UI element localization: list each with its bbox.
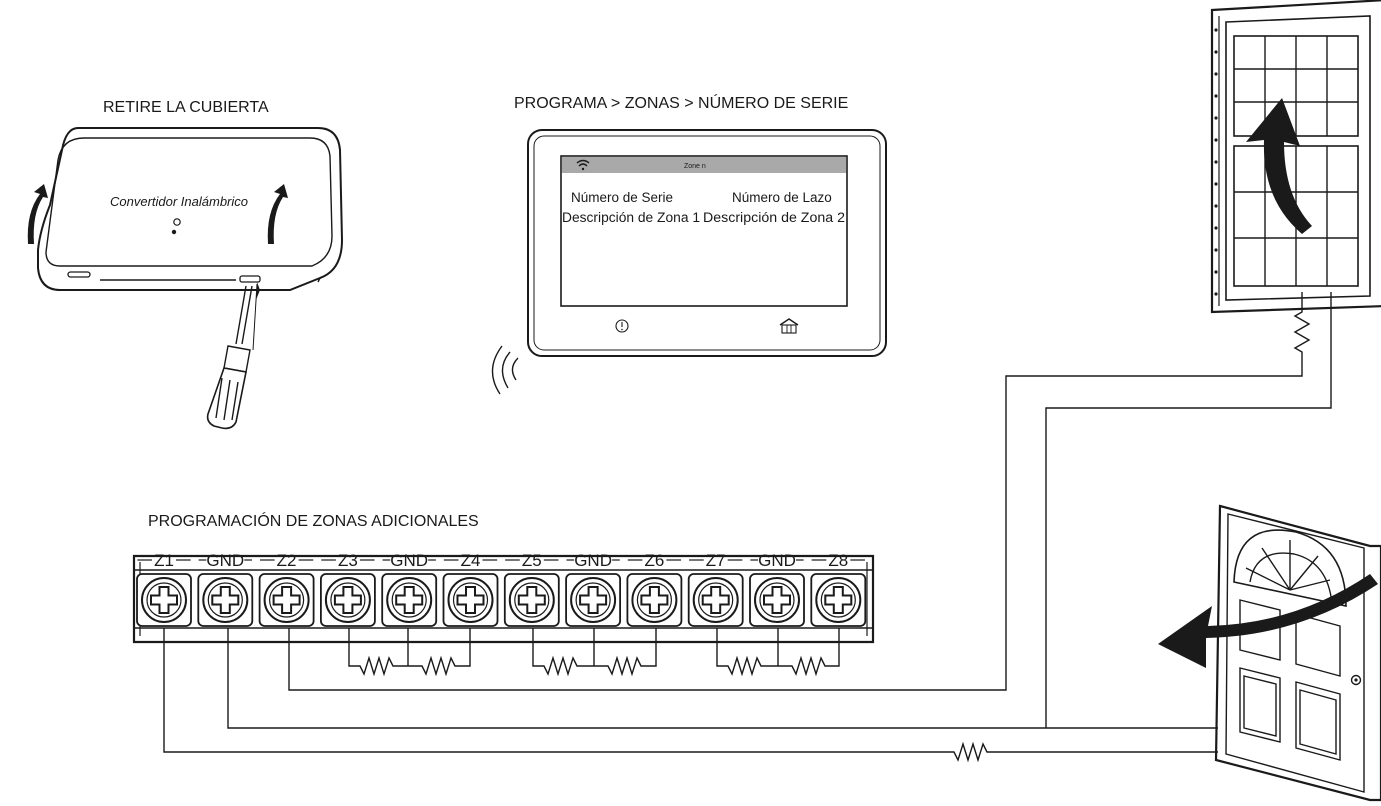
lift-arrow-right-icon: [267, 184, 288, 244]
additional-zones-label: PROGRAMACIÓN DE ZONAS ADICIONALES: [148, 511, 479, 530]
door-open-arrow-icon: [1158, 574, 1378, 668]
terminal-label-8: GND: [574, 551, 612, 570]
terminal-label-11: GND: [758, 551, 796, 570]
terminal-label-12: Z8: [828, 551, 848, 570]
screen-header-title: Zone n: [684, 163, 706, 170]
serial-number-field[interactable]: Número de Serie: [571, 190, 673, 205]
home-icon[interactable]: [779, 318, 799, 334]
terminal-label-2: GND: [206, 551, 244, 570]
screen-header-bar: [562, 157, 846, 173]
terminal-label-4: Z3: [338, 551, 358, 570]
terminal-label-7: Z5: [522, 551, 542, 570]
remove-cover-label: RETIRE LA CUBIERTA: [103, 99, 269, 116]
wireless-signal-icon: [491, 345, 519, 395]
wiring: [163, 292, 1332, 763]
wifi-icon: [576, 159, 590, 171]
wireless-converter: RETIRE LA CUBIERTA Convertidor Inalámbri…: [27, 99, 344, 430]
door-sensor: [1158, 504, 1381, 802]
screwdriver-icon: [206, 282, 260, 430]
window-open-arrow-icon: [1246, 98, 1312, 234]
power-led-icon: [171, 218, 181, 235]
loop-number-field[interactable]: Número de Lazo: [732, 190, 832, 205]
zone-description-1-field[interactable]: Descripción de Zona 1: [562, 210, 700, 225]
terminal-block: Z1 GND Z2 Z3 GND Z4 Z5 GND Z6 Z7 GND Z8: [132, 551, 875, 644]
zone-description-2-field[interactable]: Descripción de Zona 2: [703, 210, 845, 225]
converter-name: Convertidor Inalámbrico: [110, 194, 248, 209]
info-icon[interactable]: [615, 319, 629, 333]
terminal-label-5: GND: [390, 551, 428, 570]
program-path-label: PROGRAMA > ZONAS > NÚMERO DE SERIE: [514, 93, 848, 112]
terminal-label-10: Z7: [706, 551, 726, 570]
terminal-label-3: Z2: [277, 551, 297, 570]
terminal-label-9: Z6: [644, 551, 664, 570]
terminal-label-1: Z1: [154, 551, 174, 570]
window-frame-dots: [1214, 28, 1218, 296]
door-knob-icon: [1350, 674, 1362, 686]
lift-arrow-left-icon: [27, 184, 48, 244]
keypad-device: PROGRAMA > ZONAS > NÚMERO DE SERIE Zone …: [491, 93, 887, 395]
window-sensor: [1210, 0, 1381, 314]
keypad-screen: [560, 155, 848, 307]
terminal-label-6: Z4: [461, 551, 481, 570]
